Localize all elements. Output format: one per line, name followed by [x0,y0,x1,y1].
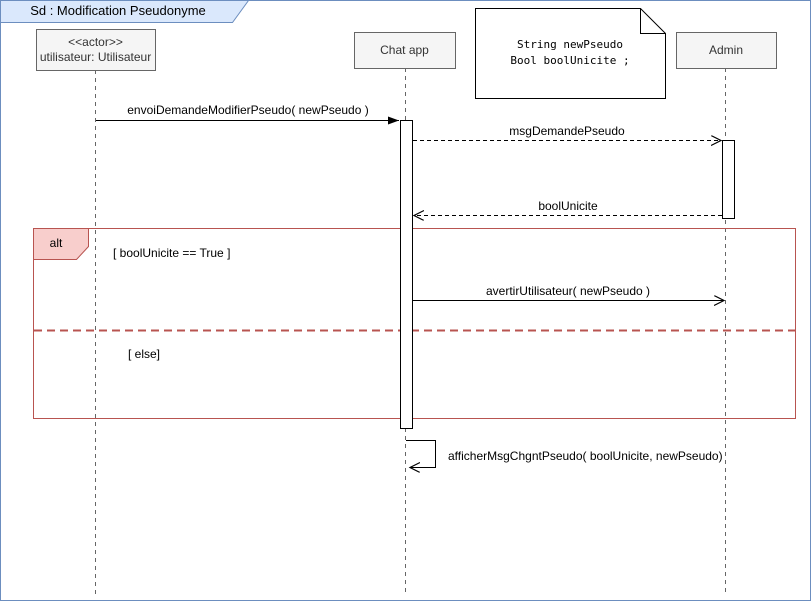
message-label-envoiDemandeModifierPseudo: envoiDemandeModifierPseudo( newPseudo ) [127,103,369,117]
participant-stereotype: <<actor>> [68,34,123,49]
participant-box-chat-app[interactable] [354,32,456,69]
message-label-afficherMsgChgntPseudo: afficherMsgChgntPseudo( boolUnicite, new… [448,449,723,463]
message-label-avertirUtilisateur: avertirUtilisateur( newPseudo ) [485,284,651,298]
note-fold-corner [640,8,666,34]
participant-name: Chat app [380,42,429,57]
participant-label-chat-app: Chat app [354,32,455,68]
activation-bar-admin[interactable] [722,140,735,219]
participant-box-admin[interactable] [676,32,777,69]
note-line: Bool boolUnicite ; [510,54,630,67]
activation-bar-chat-app[interactable] [400,120,413,429]
participant-label-utilisateur: <<actor>> utilisateur: Utilisateur [36,29,155,70]
note-shape[interactable] [475,8,666,99]
alt-operator-label: alt [49,236,63,250]
diagram-title: Sd : Modification Pseudonyme [30,3,206,18]
frame-title-tab[interactable] [0,0,250,23]
note-line: String newPseudo [517,38,623,51]
participant-name: utilisateur: Utilisateur [39,49,152,64]
participant-box-utilisateur[interactable] [36,29,156,71]
participant-label-admin: Admin [676,32,776,68]
guard-true-label: [ boolUnicite == True ] [113,246,231,260]
self-message-arrow-afficherMsgChgntPseudo[interactable] [406,440,436,468]
guard-else-label: [ else] [128,347,161,361]
message-label-boolUnicite: boolUnicite [538,199,598,213]
message-label-msgDemandePseudo: msgDemandePseudo [509,124,625,138]
alt-operator-pentagon[interactable] [33,228,89,260]
note-text: String newPseudo Bool boolUnicite ; [475,8,665,98]
alt-fragment-border[interactable] [33,228,796,419]
participant-name: Admin [708,42,743,57]
